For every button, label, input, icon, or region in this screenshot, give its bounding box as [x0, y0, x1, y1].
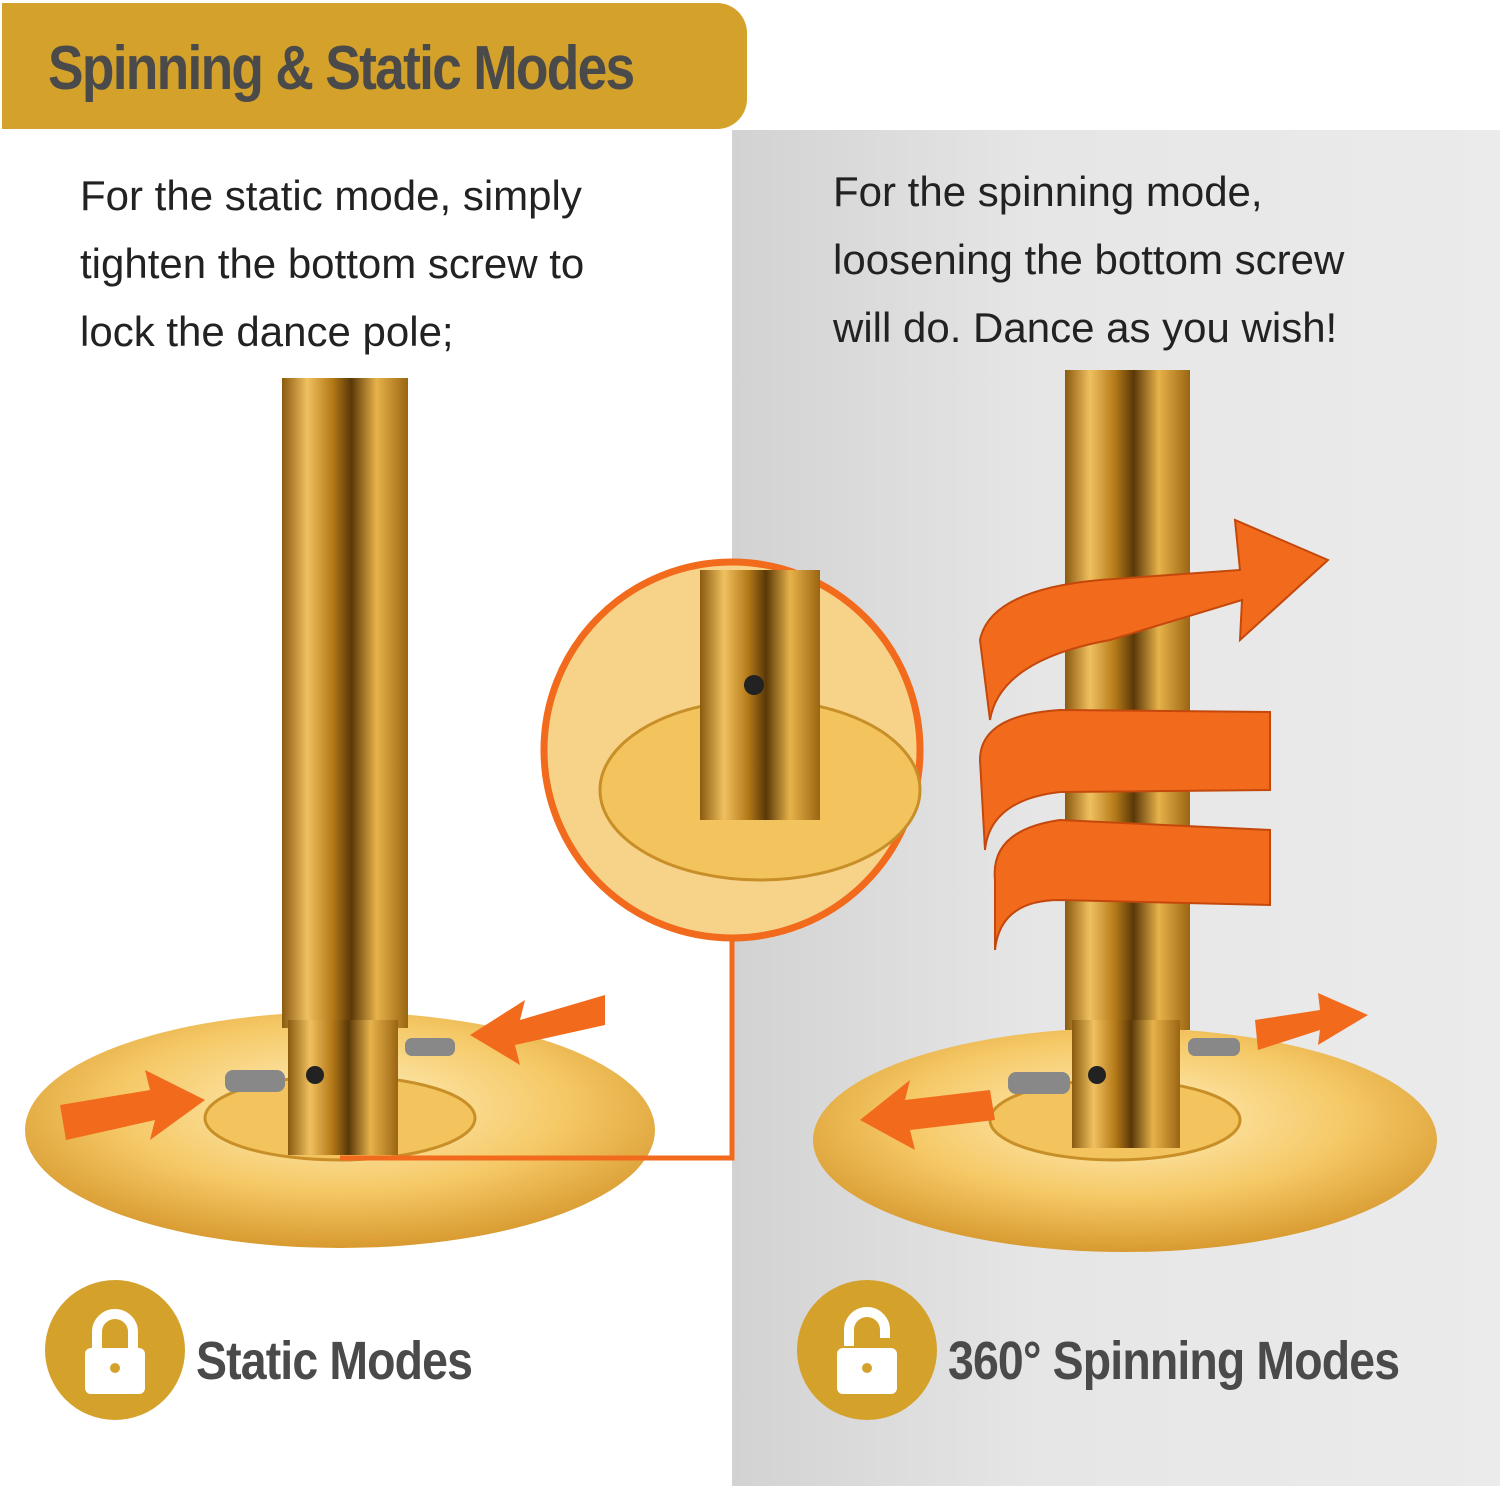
- spinning-mode-label: 360° Spinning Modes: [948, 1331, 1400, 1391]
- page-title: Spinning & Static Modes: [48, 34, 635, 103]
- header-banner: Spinning & Static Modes: [2, 3, 747, 129]
- arrow-in-icon: [470, 995, 605, 1065]
- static-pole: [25, 378, 655, 1248]
- arrow-in-icon: [60, 1070, 205, 1140]
- arrow-out-icon: [1255, 993, 1368, 1050]
- lock-closed-icon: [85, 1309, 145, 1394]
- static-mode-label: Static Modes: [196, 1331, 473, 1391]
- arrow-out-icon: [860, 1080, 995, 1150]
- lock-open-icon: [837, 1307, 897, 1394]
- spinning-mode-description: For the spinning mode, loosening the bot…: [833, 168, 1345, 351]
- static-mode-description: For the static mode, simply tighten the …: [80, 172, 585, 355]
- zoom-detail: [340, 558, 924, 1161]
- spinning-pole: [813, 370, 1437, 1252]
- spin-arrow-icon: [978, 518, 1330, 951]
- lock-open-badge: [797, 1280, 937, 1420]
- lock-closed-badge: [45, 1280, 185, 1420]
